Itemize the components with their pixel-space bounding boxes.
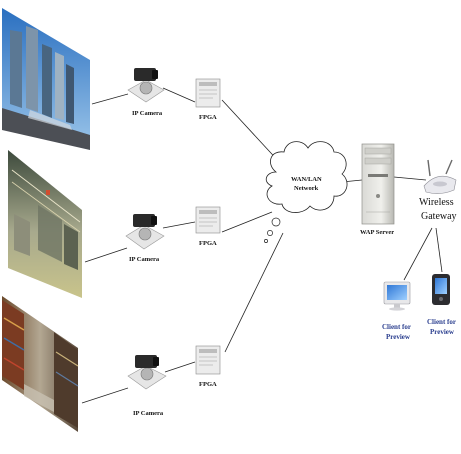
- client-label-line2: Preview: [386, 333, 411, 341]
- client-desktop: Client for Preview: [382, 282, 411, 341]
- link-gateway-client2: [436, 228, 442, 272]
- client-pda: Client for Preview: [427, 274, 456, 336]
- ip-camera-2: IP Camera: [126, 214, 164, 263]
- link-camera3-fpga3: [165, 362, 195, 372]
- fpga-board-icon: [196, 207, 220, 233]
- wap-server: WAP Server: [360, 144, 394, 236]
- monitor-icon: [384, 282, 410, 311]
- link-server-gateway: [394, 177, 426, 180]
- link-scene3-camera3: [82, 388, 128, 403]
- ip-camera-icon: [128, 355, 166, 389]
- network-label-line2: Network: [294, 185, 319, 192]
- ip-camera-icon: [128, 68, 164, 102]
- fpga-3: FPGA: [196, 346, 220, 388]
- fpga-label: FPGA: [199, 381, 217, 388]
- ip-camera-icon: [126, 214, 164, 249]
- link-scene1-camera1: [92, 94, 128, 104]
- fpga-label: FPGA: [199, 240, 217, 247]
- fpga-label: FPGA: [199, 114, 217, 121]
- camera-label: IP Camera: [133, 410, 164, 417]
- link-camera1-fpga1: [163, 88, 195, 102]
- camera-label: IP Camera: [129, 256, 160, 263]
- network-cloud: WAN/LAN Network: [264, 142, 347, 243]
- link-scene2-camera2: [85, 248, 127, 262]
- wireless-gateway: Wireless Gateway: [419, 160, 457, 222]
- network-label-line1: WAN/LAN: [291, 176, 322, 183]
- link-gateway-client1: [404, 228, 432, 280]
- client-label-line2: Preview: [430, 328, 455, 336]
- wireless-router-icon: [424, 160, 456, 194]
- client-label-line1: Client for: [427, 318, 456, 326]
- ip-camera-1: IP Camera: [128, 68, 164, 117]
- client-label-line1: Client for: [382, 323, 411, 331]
- camera-view-factory-floor: [8, 150, 82, 298]
- camera-view-city-street: [2, 8, 90, 150]
- server-tower-icon: [362, 144, 394, 224]
- link-fpga2-network: [222, 212, 272, 232]
- link-camera2-fpga2: [163, 222, 195, 228]
- pda-icon: [432, 274, 450, 305]
- ip-camera-3: IP Camera: [128, 355, 166, 417]
- gateway-label-line2: Gateway: [421, 211, 457, 222]
- fpga-board-icon: [196, 346, 220, 374]
- server-label: WAP Server: [360, 229, 394, 236]
- gateway-label-line1: Wireless: [419, 197, 454, 208]
- camera-label: IP Camera: [132, 110, 163, 117]
- fpga-board-icon: [196, 79, 220, 107]
- link-fpga3-network: [225, 233, 283, 352]
- fpga-2: FPGA: [196, 207, 220, 247]
- camera-view-warehouse-aisle: [2, 296, 78, 432]
- fpga-1: FPGA: [196, 79, 220, 121]
